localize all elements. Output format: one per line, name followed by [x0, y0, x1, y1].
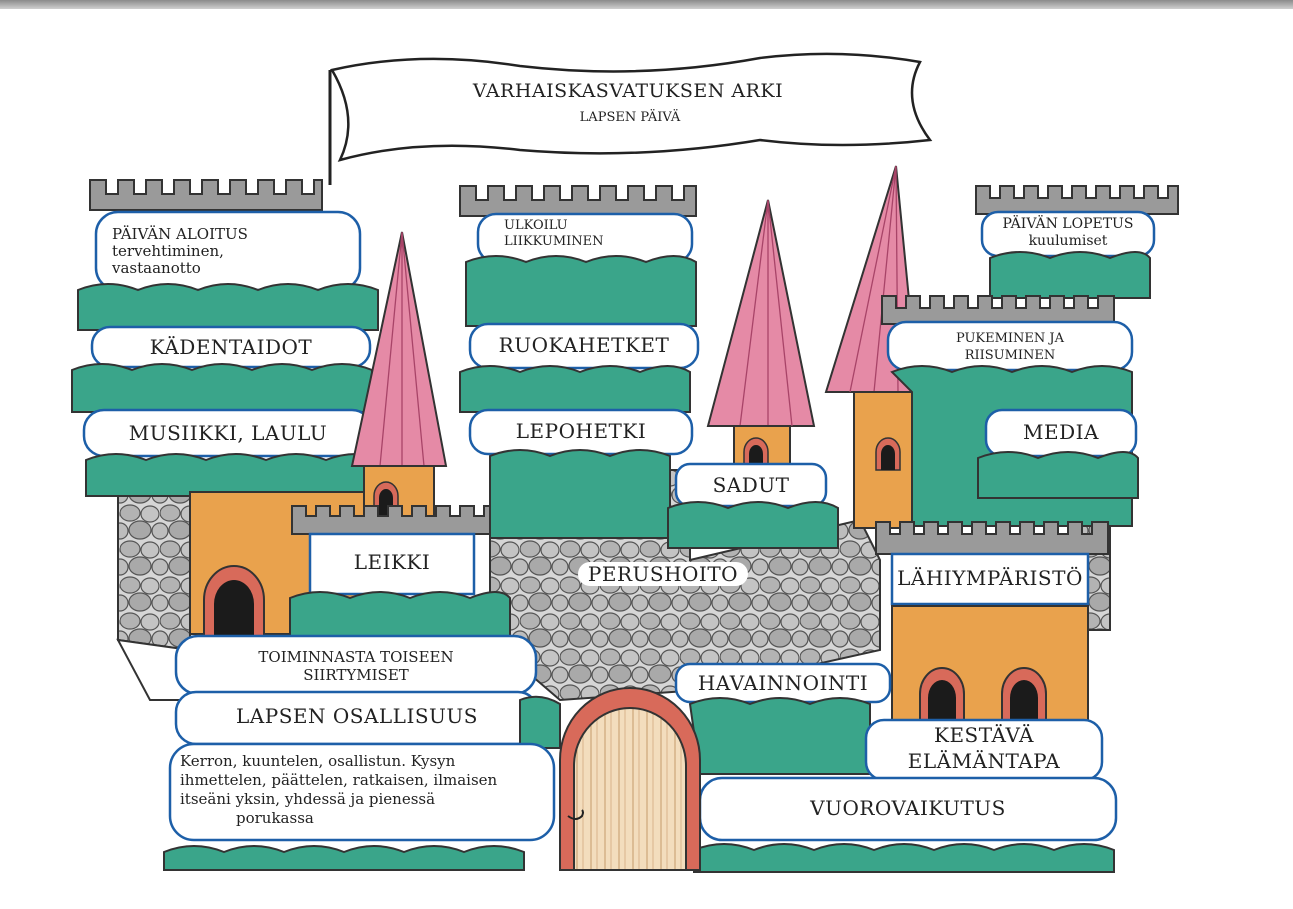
label-musiikki-laulu: MUSIIKKI, LAULU — [84, 421, 372, 445]
label-osallisuus-text: Kerron, kuuntelen, osallistun. Kysyn ihm… — [180, 752, 497, 828]
label-paivan-lopetus: PÄIVÄN LOPETUS kuulumiset — [982, 216, 1154, 250]
label-ruokahetket: RUOKAHETKET — [470, 333, 698, 357]
title-main: VARHAISKASVATUKSEN ARKI — [448, 80, 808, 102]
label-media: MEDIA — [986, 420, 1136, 444]
label-vuorovaikutus: VUOROVAIKUTUS — [700, 796, 1116, 820]
label-sadut: SADUT — [676, 473, 826, 497]
label-toiminnasta-toiseen: TOIMINNASTA TOISEEN SIIRTYMISET — [176, 648, 536, 684]
title-sub: LAPSEN PÄIVÄ — [530, 110, 730, 125]
label-lahiymparisto: LÄHIYMPÄRISTÖ — [892, 566, 1088, 590]
label-paivan-aloitus: PÄIVÄN ALOITUS tervehtiminen, vastaanott… — [112, 226, 248, 277]
label-kestava-elamantapa: KESTÄVÄ ELÄMÄNTAPA — [866, 722, 1102, 774]
label-leikki: LEIKKI — [310, 550, 474, 574]
label-pukeminen-riisuminen: PUKEMINEN JA RIISUMINEN — [888, 330, 1132, 364]
middle-spire — [708, 200, 814, 468]
label-lepohetki: LEPOHETKI — [470, 419, 692, 443]
label-havainnointi: HAVAINNOINTI — [676, 671, 890, 695]
right-tower — [876, 186, 1178, 722]
label-kadentaidot: KÄDENTAIDOT — [92, 335, 370, 359]
label-lapsen-osallisuus: LAPSEN OSALLISUUS — [176, 704, 538, 728]
label-perushoito: PERUSHOITO — [578, 562, 748, 586]
label-ulkoilu-liikkuminen: ULKOILU LIIKKUMINEN — [504, 218, 604, 250]
